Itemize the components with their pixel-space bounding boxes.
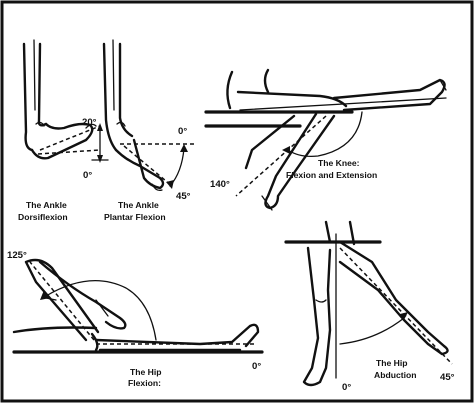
dorsi-arrow-up <box>97 123 103 131</box>
hip-flexion-thigh <box>24 258 100 342</box>
dorsi-max-label: 20° <box>82 117 97 128</box>
hip-abduction-waist-mark <box>324 220 332 244</box>
hip-flexion-buttock <box>90 332 99 352</box>
hip-abduction-arc-arrow <box>400 312 408 320</box>
plantar-caption-line-1: The Ankle <box>118 200 159 210</box>
hip-flexion-torso <box>12 326 98 334</box>
hip-abduction-caption-line-1: The Hip <box>376 358 408 368</box>
knee-max-label: 140° <box>210 179 230 190</box>
hip-flexion-arc <box>45 279 157 341</box>
knee-extended-toes <box>439 79 447 91</box>
plantar-arc <box>169 147 185 187</box>
hip-flexion-max-line <box>29 261 95 341</box>
hip-abduction-moving-leg <box>338 240 449 356</box>
knee-flexed-shin-back <box>244 114 296 170</box>
hip-flexion-foot <box>95 299 109 317</box>
dorsi-zero-line <box>37 149 101 155</box>
knee-hip-mark <box>263 68 270 94</box>
hip-flexion-illustration <box>12 258 264 354</box>
plantar-leg-front-line <box>118 42 134 138</box>
hip-flexion-tick <box>45 297 57 301</box>
hip-abduction-arc <box>339 317 405 345</box>
knee-extension-line <box>239 97 447 111</box>
dorsi-toes <box>85 123 97 129</box>
hip-flexion-caption-line-1: The Hip <box>130 367 162 377</box>
knee-flexion-line <box>235 115 327 197</box>
plantar-caption-line-2: Plantar Flexion <box>104 212 166 222</box>
hip-flexion-extended-leg <box>94 323 260 348</box>
plantar-max-line <box>123 145 173 187</box>
knee-caption-line-2: Flexion and Extension <box>286 170 377 180</box>
knee-arc <box>287 111 363 158</box>
plantar-leg-axis-line <box>112 39 115 111</box>
dorsi-leg-front-line <box>37 42 48 127</box>
dorsi-zero-label: 0° <box>83 170 92 181</box>
dorsi-max-line <box>39 125 101 151</box>
dorsi-arrow-down <box>97 155 103 163</box>
knee-thigh-top <box>236 90 348 108</box>
dorsi-leg-back-line <box>22 42 34 152</box>
plantar-arrow-up <box>180 144 188 152</box>
hip-flexion-caption-line-2: Flexion: <box>128 378 161 388</box>
hip-abduction-hip-mark <box>348 220 356 246</box>
hip-flexion-shin <box>38 260 127 330</box>
plantar-max-label: 45° <box>176 191 191 202</box>
plantar-zero-label: 0° <box>178 126 187 137</box>
dorsi-caption-line-2: Dorsiflexion <box>18 212 68 222</box>
hip-abduction-standing-leg <box>302 246 332 387</box>
hip-abduction-illustration <box>284 220 453 387</box>
hip-flexion-zero-label: 0° <box>252 361 261 372</box>
hip-flexion-max-label: 125° <box>7 250 27 261</box>
ankle-dorsiflexion-illustration <box>22 39 109 163</box>
hip-abduction-zero-label: 0° <box>342 382 351 393</box>
plantar-leg-back-line <box>102 42 118 152</box>
ankle-plantar-flexion-illustration <box>102 39 196 192</box>
knee-extended-leg <box>332 78 446 112</box>
hip-abduction-max-line <box>339 247 453 365</box>
hip-abduction-caption-line-2: Abduction <box>374 370 416 380</box>
dorsi-leg-axis-line <box>33 39 36 111</box>
hip-abduction-max-label: 45° <box>440 372 455 383</box>
plantar-foot <box>114 138 165 190</box>
plantar-toes <box>151 183 163 192</box>
plantar-ankle-bone <box>116 121 126 127</box>
dorsi-caption-line-1: The Ankle <box>26 200 67 210</box>
hip-flexion-arc-arrow <box>40 290 50 300</box>
plantar-arrow-down <box>166 180 174 189</box>
hip-abduction-knee <box>315 299 327 303</box>
dorsi-ankle-bone <box>35 121 45 127</box>
knee-flexed-foot <box>261 195 273 211</box>
knee-caption-line-1: The Knee: <box>318 158 360 168</box>
knee-illustration <box>204 68 447 211</box>
knee-hip-outline <box>226 70 234 110</box>
knee-arc-arrow <box>282 146 290 154</box>
